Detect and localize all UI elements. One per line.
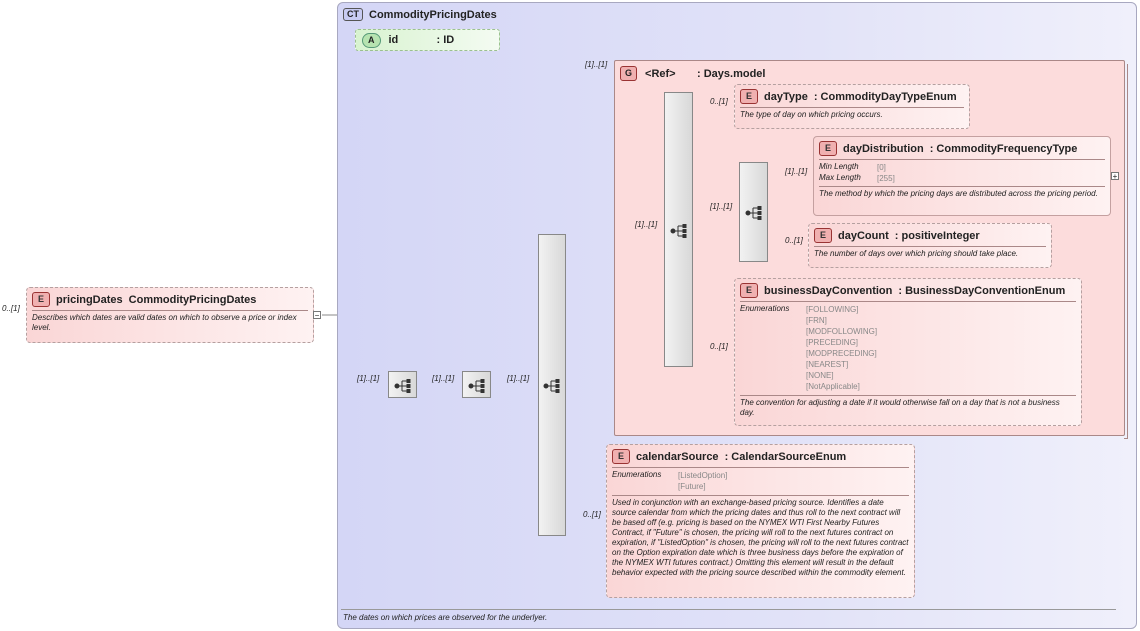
sequence-icon xyxy=(670,223,690,238)
sequence-icon xyxy=(745,206,765,220)
element-description: The number of days over which pricing sh… xyxy=(814,249,1019,258)
element-badge: E xyxy=(814,228,833,243)
cardinality-group-in: [1]..[1] xyxy=(635,220,658,229)
enumerations-label: Enumerations xyxy=(740,304,790,313)
sequence-icon xyxy=(468,378,488,393)
sequence-compositor-2[interactable] xyxy=(462,371,491,398)
facet-label: Max Length xyxy=(819,173,861,182)
facet-label: Min Length xyxy=(819,162,859,171)
cardinality-daycount: 0..[1] xyxy=(785,236,803,245)
footer-divider xyxy=(341,609,1116,610)
enum-value: [ListedOption] xyxy=(678,471,728,480)
facet-value: [0] xyxy=(877,163,886,172)
element-type: : positiveInteger xyxy=(894,229,980,242)
cardinality-inner-seq: [1]..[1] xyxy=(710,202,733,211)
element-type: CommodityPricingDates xyxy=(128,293,257,306)
element-name: pricingDates xyxy=(56,293,123,306)
separator xyxy=(819,159,1105,160)
separator xyxy=(612,495,909,496)
element-type: : CalendarSourceEnum xyxy=(724,450,847,463)
enum-value: [Future] xyxy=(678,482,706,491)
element-badge: E xyxy=(740,89,759,104)
enum-value: [NEAREST] xyxy=(806,360,849,369)
complex-type-title: CT CommodityPricingDates xyxy=(343,8,497,21)
element-name: dayType xyxy=(764,90,808,103)
element-badge: E xyxy=(819,141,838,156)
enumerations: Enumerations [FOLLOWING] [FRN] [MODFOLLO… xyxy=(735,304,1081,392)
enum-value: [FOLLOWING] xyxy=(806,305,859,314)
attribute-id[interactable]: A id : ID xyxy=(355,29,500,51)
facet-max-length: Max Length [255] xyxy=(814,173,1110,184)
cardinality-calendar: 0..[1] xyxy=(583,510,601,519)
enum-value: [FRN] xyxy=(806,316,827,325)
sequence-compositor-1[interactable] xyxy=(388,371,417,398)
complex-type-badge: CT xyxy=(343,8,363,21)
root-cardinality: 0..[1] xyxy=(2,304,20,313)
element-dayDistribution[interactable]: E dayDistribution : CommodityFrequencyTy… xyxy=(813,136,1111,216)
cardinality-daytype: 0..[1] xyxy=(710,97,728,106)
complex-type-description: The dates on which prices are observed f… xyxy=(343,613,548,622)
expand-icon[interactable]: + xyxy=(1111,172,1119,181)
enumerations: Enumerations [ListedOption] [Future] xyxy=(607,470,914,492)
enum-value: [MODFOLLOWING] xyxy=(806,327,878,336)
attribute-type: : ID xyxy=(436,34,455,46)
attribute-badge: A xyxy=(362,32,381,48)
separator xyxy=(740,301,1076,302)
element-dayCount[interactable]: E dayCount : positiveInteger The number … xyxy=(808,223,1052,268)
sequence-compositor-3[interactable] xyxy=(538,234,566,536)
element-type: : CommodityDayTypeEnum xyxy=(813,90,957,103)
attribute-name: id xyxy=(388,34,399,46)
element-type: : BusinessDayConventionEnum xyxy=(898,284,1066,297)
element-name: businessDayConvention xyxy=(764,284,893,297)
element-description: The method by which the pricing days are… xyxy=(819,189,1098,198)
group-type: : Days.model xyxy=(697,67,766,80)
enumeration-values: [ListedOption] [Future] xyxy=(678,470,727,492)
element-name: dayDistribution xyxy=(843,142,924,155)
enum-value: [PRECEDING] xyxy=(806,338,859,347)
cardinality-seq3: [1]..[1] xyxy=(507,374,530,383)
element-description: The convention for adjusting a date if i… xyxy=(740,398,1060,417)
enum-value: [NONE] xyxy=(806,371,834,380)
separator xyxy=(814,246,1046,247)
sequence-compositor-5[interactable] xyxy=(739,162,768,262)
element-badge: E xyxy=(32,292,51,307)
facet-min-length: Min Length [0] xyxy=(814,162,1110,173)
separator xyxy=(612,467,909,468)
element-description: Used in conjunction with an exchange-bas… xyxy=(612,498,909,577)
element-description: Describes which dates are valid dates on… xyxy=(32,313,297,332)
element-name: dayCount xyxy=(838,229,889,242)
element-badge: E xyxy=(612,449,631,464)
separator xyxy=(32,310,308,311)
group-badge: G xyxy=(620,66,638,81)
enumeration-values: [FOLLOWING] [FRN] [MODFOLLOWING] [PRECED… xyxy=(806,304,877,392)
sequence-icon xyxy=(543,379,563,393)
element-businessDayConvention[interactable]: E businessDayConvention : BusinessDayCon… xyxy=(734,278,1082,426)
cardinality-seq2: [1]..[1] xyxy=(432,374,455,383)
sequence-icon xyxy=(394,378,414,393)
facet-value: [255] xyxy=(877,174,895,183)
element-name: calendarSource xyxy=(636,450,719,463)
collapse-icon[interactable]: − xyxy=(313,311,321,320)
complex-type-name: CommodityPricingDates xyxy=(369,8,497,21)
element-dayType[interactable]: E dayType : CommodityDayTypeEnum The typ… xyxy=(734,84,970,129)
cardinality-bdc: 0..[1] xyxy=(710,342,728,351)
cardinality-seq1: [1]..[1] xyxy=(357,374,380,383)
element-type: : CommodityFrequencyType xyxy=(929,142,1078,155)
cardinality-distribution: [1]..[1] xyxy=(785,167,808,176)
element-pricingDates[interactable]: E pricingDates CommodityPricingDates Des… xyxy=(26,287,314,343)
separator xyxy=(740,107,964,108)
group-name: <Ref> xyxy=(645,67,676,80)
element-badge: E xyxy=(740,283,759,298)
element-calendarSource[interactable]: E calendarSource : CalendarSourceEnum En… xyxy=(606,444,915,598)
separator xyxy=(819,186,1105,187)
enumerations-label: Enumerations xyxy=(612,470,662,479)
sequence-compositor-4[interactable] xyxy=(664,92,693,367)
element-description: The type of day on which pricing occurs. xyxy=(740,110,883,119)
group-cardinality: [1]..[1] xyxy=(585,60,608,69)
separator xyxy=(740,395,1076,396)
enum-value: [MODPRECEDING] xyxy=(806,349,877,358)
enum-value: [NotApplicable] xyxy=(806,382,860,391)
